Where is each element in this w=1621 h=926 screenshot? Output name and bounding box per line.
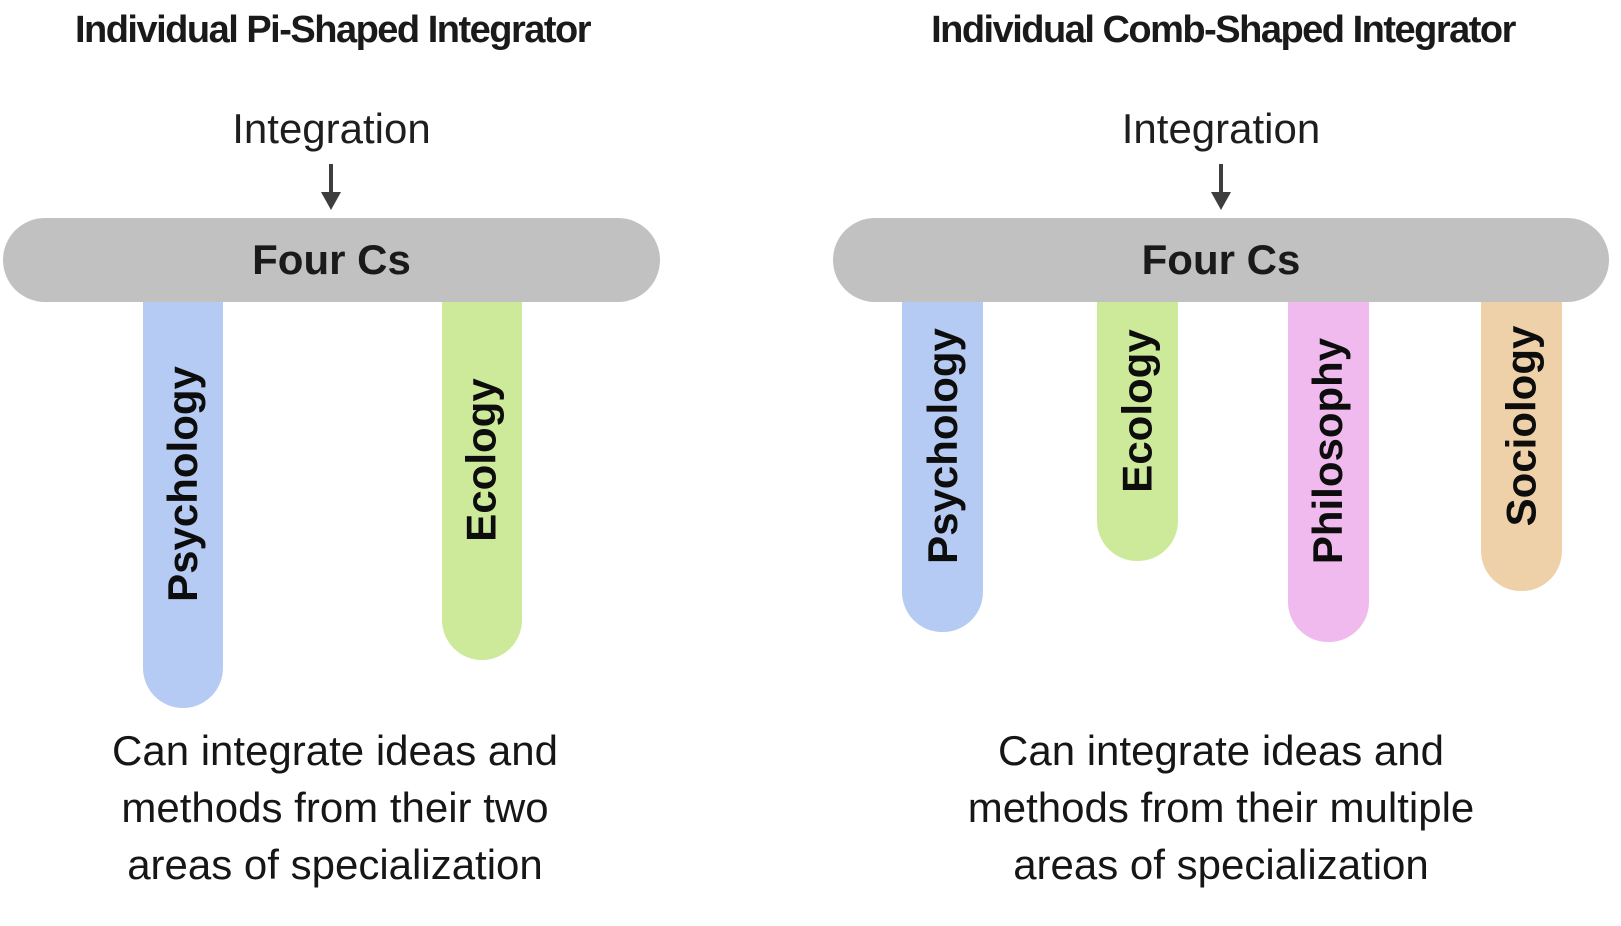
spoke-philosophy: Philosophy: [1288, 260, 1369, 642]
spoke-sociology-label: Sociology: [1497, 325, 1545, 526]
pi-panel-title: Individual Pi-Shaped Integrator: [74, 9, 592, 51]
comb-hub-bar: Four Cs: [833, 218, 1609, 302]
comb-panel-title: Individual Comb-Shaped Integrator: [931, 9, 1516, 51]
pi-caption: Can integrate ideas and methods from the…: [0, 722, 670, 893]
pi-caption-line-1: Can integrate ideas and: [112, 727, 558, 774]
spoke-ecology: Ecology: [1097, 260, 1178, 561]
pi-hub-bar: Four Cs: [3, 218, 660, 302]
spoke-ecology: Ecology: [442, 260, 522, 660]
spoke-psychology: Psychology: [902, 260, 983, 632]
comb-caption-line-1: Can integrate ideas and: [998, 727, 1444, 774]
spoke-philosophy-label: Philosophy: [1304, 337, 1352, 565]
spoke-ecology-label: Ecology: [458, 378, 505, 542]
spoke-sociology: Sociology: [1481, 260, 1562, 591]
comb-integration-label: Integration: [1121, 105, 1321, 152]
spoke-psychology: Psychology: [143, 260, 223, 708]
spoke-ecology-label: Ecology: [1113, 328, 1161, 493]
comb-caption-line-3: areas of specialization: [1013, 841, 1429, 888]
comb-shaped-panel: Individual Comb-Shaped Integrator Integr…: [810, 0, 1621, 926]
down-arrow-icon: [1211, 164, 1231, 210]
spoke-psychology-label: Psychology: [159, 366, 206, 602]
comb-caption-line-2: methods from their multiple: [967, 784, 1475, 831]
pi-integration-label: Integration: [232, 105, 431, 152]
spoke-psychology-label: Psychology: [918, 328, 966, 564]
comb-caption: Can integrate ideas and methods from the…: [833, 722, 1609, 893]
pi-shaped-panel: Individual Pi-Shaped Integrator Integrat…: [0, 0, 680, 926]
comb-hub-label: Four Cs: [1141, 236, 1301, 283]
pi-caption-line-3: areas of specialization: [127, 841, 543, 888]
down-arrow-icon: [321, 164, 341, 210]
pi-hub-label: Four Cs: [252, 236, 411, 283]
pi-caption-line-2: methods from their two: [121, 784, 549, 831]
